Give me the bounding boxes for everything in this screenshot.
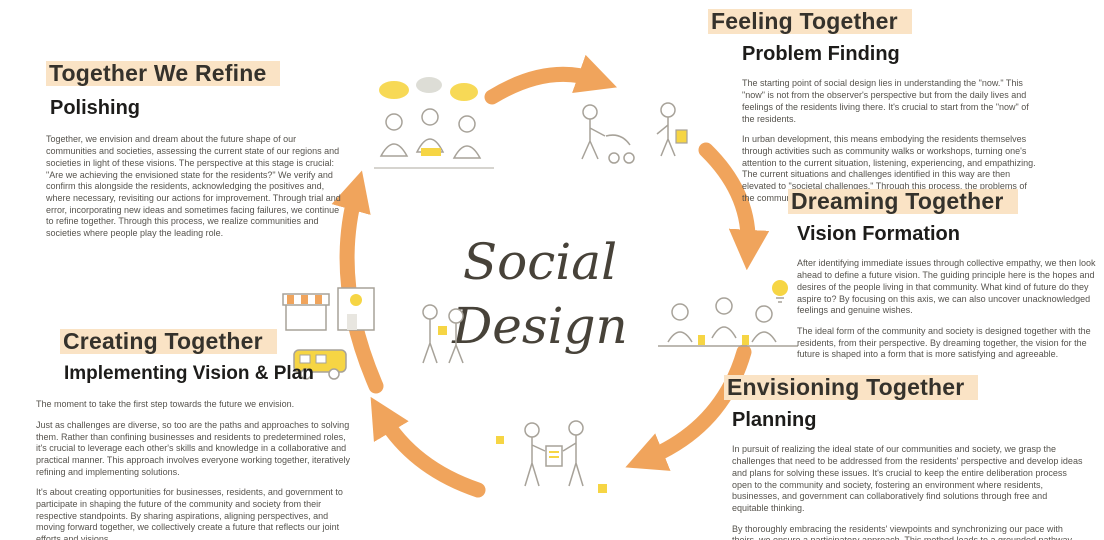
stage-paragraph: It's about creating opportunities for bu… <box>36 487 343 540</box>
table-accent <box>421 148 441 156</box>
stage-subtitle: Polishing <box>50 97 140 120</box>
yellow-bus <box>293 349 347 380</box>
stage-paragraph: After identifying immediate issues throu… <box>797 258 1096 316</box>
parent-with-stroller <box>581 104 635 164</box>
illustration-walking-with-stroller <box>538 98 700 174</box>
stage-body: In pursuit of realizing the ideal state … <box>732 444 1084 540</box>
stage-paragraph: Just as challenges are diverse, so too a… <box>36 419 350 477</box>
illustration-meeting-at-table <box>652 274 804 370</box>
two-townspeople <box>422 304 464 364</box>
illustration-discussion-with-speech-bubbles <box>366 76 502 188</box>
stage-title: Feeling Together <box>708 6 1042 38</box>
yellow-cup <box>742 335 749 345</box>
stage-paragraph: The starting point of social design lies… <box>742 78 1029 124</box>
stage-title-text: Together We Refine <box>46 58 281 90</box>
stage-title-text: Creating Together <box>60 326 277 358</box>
stage-paragraph: In pursuit of realizing the ideal state … <box>732 444 1083 513</box>
stage-subtitle: Planning <box>732 409 817 432</box>
stage-title: Together We Refine <box>46 58 354 90</box>
two-people-standing <box>524 420 584 487</box>
stage-body: The moment to take the first step toward… <box>36 399 350 540</box>
arrow-envisioning-to-creating <box>370 396 486 498</box>
three-people <box>379 108 482 159</box>
shop-with-sign <box>337 287 375 331</box>
illustration-town-shops-and-bus <box>278 264 474 390</box>
arrow-feeling-to-dreaming <box>698 142 770 271</box>
stage-paragraph: By thoroughly embracing the residents' v… <box>732 523 1072 540</box>
center-title-line1: Social <box>462 233 618 291</box>
stage-body: Together, we envision and dream about th… <box>46 134 346 239</box>
illustration-reviewing-plans <box>480 412 622 514</box>
stage-title: Creating Together <box>60 326 358 358</box>
stage-creating-together: Creating Together Implementing Vision & … <box>36 326 358 540</box>
center-title: Social Design <box>418 230 662 358</box>
yellow-bag <box>675 129 688 144</box>
stage-title: Envisioning Together <box>724 372 1086 404</box>
idea-lightbulb-icon <box>772 280 788 303</box>
yellow-square-accent <box>598 484 607 493</box>
stage-feeling-together: Feeling Together Problem Finding The sta… <box>708 6 1042 213</box>
stage-body: After identifying immediate issues throu… <box>797 258 1100 361</box>
speech-bubbles <box>379 77 478 101</box>
yellow-square-accent <box>496 436 504 444</box>
yellow-square-accent <box>438 326 447 335</box>
center-title-line2: Design <box>452 297 628 355</box>
stage-title-text: Dreaming Together <box>788 186 1018 218</box>
clipboard <box>545 445 563 467</box>
stage-dreaming-together: Dreaming Together Vision Formation After… <box>788 186 1102 370</box>
stage-title-text: Envisioning Together <box>724 372 979 404</box>
stage-together-we-refine: Together We Refine Polishing Together, w… <box>46 58 354 249</box>
stage-paragraph: The ideal form of the community and soci… <box>797 325 1091 360</box>
arrow-dreaming-to-envisioning <box>625 344 752 471</box>
arrow-refine-to-feeling <box>484 54 618 105</box>
stage-paragraph: Together, we envision and dream about th… <box>46 134 341 238</box>
stage-title: Dreaming Together <box>788 186 1102 218</box>
shop-striped-awning <box>282 293 330 331</box>
arrow-creating-to-refine <box>331 170 384 394</box>
stage-subtitle: Problem Finding <box>742 43 900 66</box>
stage-subtitle: Vision Formation <box>797 223 960 246</box>
yellow-cup <box>698 335 705 345</box>
stage-subtitle: Implementing Vision & Plan <box>64 363 314 385</box>
people-around-table <box>658 297 798 347</box>
stage-envisioning-together: Envisioning Together Planning In pursuit… <box>724 372 1086 540</box>
walking-person-with-bag <box>656 102 676 157</box>
stage-title-text: Feeling Together <box>708 6 912 38</box>
stage-paragraph: The moment to take the first step toward… <box>36 399 295 410</box>
